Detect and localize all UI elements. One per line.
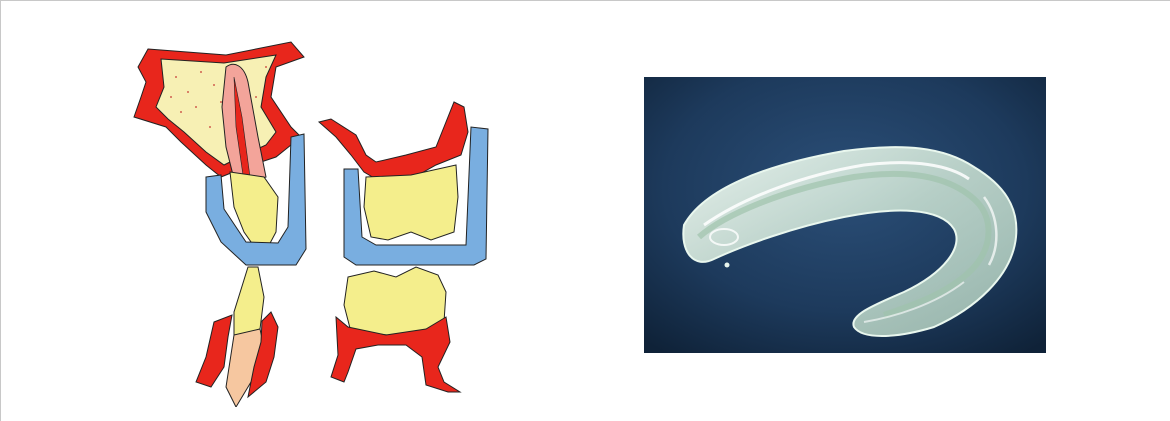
lower-incisor-crown [234, 267, 264, 337]
lower-gingiva-front [196, 315, 232, 387]
lower-molar-crown [344, 267, 446, 335]
front-teeth-section [134, 42, 306, 407]
upper-molar-crown [364, 165, 458, 240]
mouthguard-photo [644, 77, 1046, 353]
mouthguard-diagram [126, 37, 496, 407]
molar-section [319, 102, 488, 392]
